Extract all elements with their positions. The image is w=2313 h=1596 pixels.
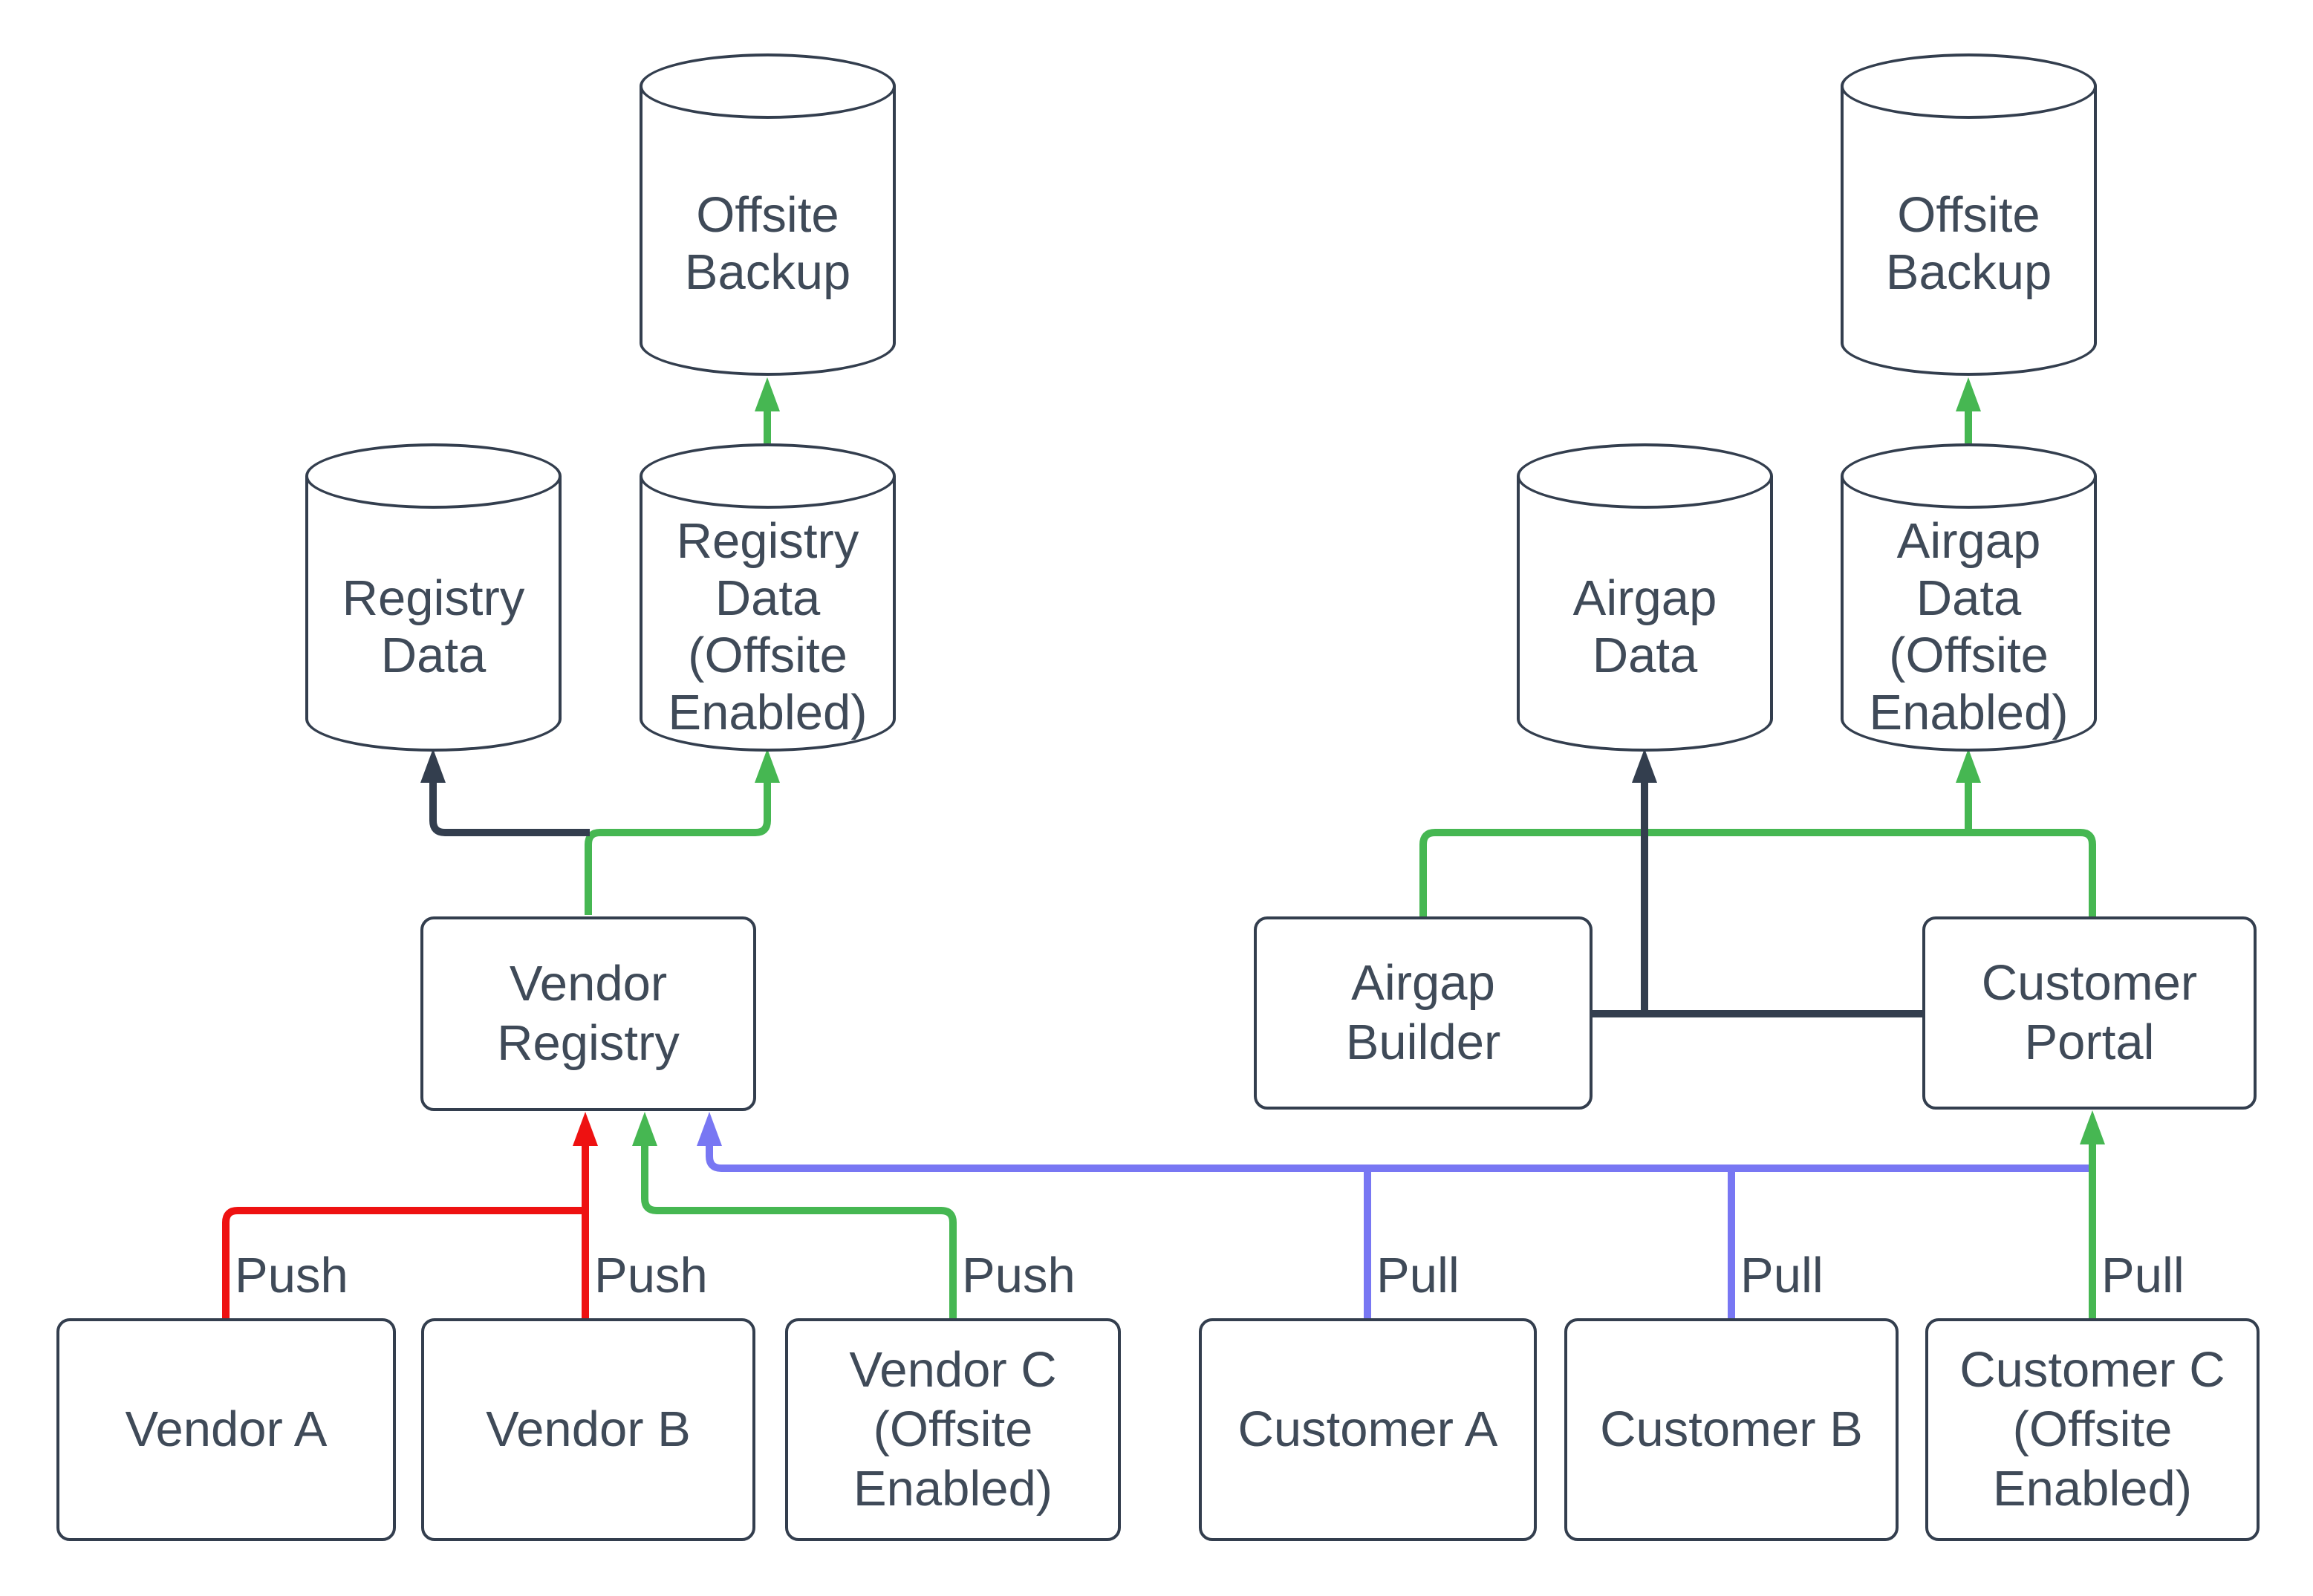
edge-vendor-registry-to-registry-data-offsite	[585, 780, 771, 915]
cylinder-body	[640, 86, 896, 376]
arrowhead-customers-pull	[697, 1112, 722, 1146]
label-line: Portal	[2024, 1014, 2155, 1070]
arrowhead-vendor-c-push	[632, 1112, 657, 1146]
customer-portal-label: Customer Portal	[1982, 954, 2197, 1072]
edge-vendor-registry-to-registry-data	[429, 780, 590, 836]
pull-label-customer-a: Pull	[1376, 1248, 1460, 1303]
label-line: Registry	[676, 512, 859, 569]
vendor-registry-node: Vendor Registry	[420, 916, 756, 1111]
label-line: (Offsite	[2012, 1401, 2173, 1457]
cylinder-top-ellipse	[1841, 53, 2097, 119]
push-label-vendor-a: Push	[235, 1248, 348, 1303]
label-line: Registry	[342, 570, 525, 626]
label-line: Data	[1592, 627, 1698, 683]
edge-vendor-a-push	[222, 1207, 585, 1318]
cylinder-body	[1841, 476, 2097, 752]
airgap-builder-node: Airgap Builder	[1254, 916, 1593, 1110]
label-line: Airgap	[1896, 512, 2041, 569]
cylinder-body	[305, 476, 562, 752]
arrowhead-registry-data-offsite	[755, 749, 780, 783]
registry-data-offsite-cylinder: Registry Data (Offsite Enabled)	[640, 443, 896, 752]
pull-label-customer-b: Pull	[1740, 1248, 1824, 1303]
registry-data-label: Registry Data	[305, 509, 562, 744]
label-line: Customer B	[1600, 1401, 1863, 1457]
label-line: Airgap	[1351, 955, 1495, 1011]
airgap-builder-label: Airgap Builder	[1346, 954, 1501, 1072]
label-line: Data	[715, 570, 821, 626]
label-line: Vendor B	[486, 1401, 691, 1457]
label-line: Vendor C	[849, 1342, 1057, 1398]
cylinder-top-ellipse	[1841, 443, 2097, 509]
cylinder-top-ellipse	[640, 53, 896, 119]
label-line: Customer	[1981, 955, 2198, 1011]
offsite-backup-left-cylinder: Offsite Backup	[640, 53, 896, 376]
label-line: Backup	[1885, 244, 2052, 300]
label-line: Offsite	[1897, 187, 2040, 243]
arrowhead-airgap-data-offsite	[1956, 749, 1981, 783]
pull-label-customer-c: Pull	[2101, 1248, 2184, 1303]
airgap-data-cylinder: Airgap Data	[1517, 443, 1773, 752]
label-line: Customer C	[1959, 1342, 2225, 1398]
offsite-backup-left-label: Offsite Backup	[640, 119, 896, 368]
arrowhead-airgap-data	[1632, 749, 1657, 783]
cylinder-body	[1517, 476, 1773, 752]
label-line: Vendor A	[125, 1401, 328, 1457]
arrowhead-offsite-backup-right	[1956, 377, 1981, 411]
cylinder-body	[1841, 86, 2097, 376]
arrowhead-offsite-backup-left	[755, 377, 780, 411]
arrowhead-vendor-push	[573, 1112, 598, 1146]
label-line: Enabled)	[853, 1461, 1053, 1517]
cylinder-top-ellipse	[305, 443, 562, 509]
offsite-backup-right-label: Offsite Backup	[1841, 119, 2097, 368]
customer-c-label: Customer C (Offsite Enabled)	[1959, 1341, 2225, 1519]
label-line: Vendor	[509, 956, 668, 1012]
vendor-a-node: Vendor A	[56, 1318, 396, 1541]
label-line: Backup	[684, 244, 851, 300]
customer-portal-node: Customer Portal	[1922, 916, 2257, 1110]
push-label-vendor-b: Push	[594, 1248, 708, 1303]
cylinder-top-ellipse	[640, 443, 896, 509]
vendor-c-label: Vendor C (Offsite Enabled)	[849, 1341, 1056, 1519]
label-line: Enabled)	[1869, 684, 2069, 740]
label-line: Enabled)	[1992, 1461, 2193, 1517]
customer-a-label: Customer A	[1237, 1400, 1497, 1459]
customer-b-label: Customer B	[1600, 1400, 1863, 1459]
label-line: Enabled)	[668, 684, 868, 740]
label-line: Builder	[1345, 1014, 1501, 1070]
airgap-data-offsite-label: Airgap Data (Offsite Enabled)	[1841, 509, 2097, 744]
arrowhead-customer-c-pull	[2080, 1110, 2105, 1144]
push-label-vendor-c: Push	[962, 1248, 1076, 1303]
vendor-b-label: Vendor B	[486, 1400, 691, 1459]
registry-data-cylinder: Registry Data	[305, 443, 562, 752]
airgap-data-label: Airgap Data	[1517, 509, 1773, 744]
vendor-c-node: Vendor C (Offsite Enabled)	[785, 1318, 1121, 1541]
edge-airgap-green-network	[1419, 829, 2096, 916]
airgap-data-offsite-cylinder: Airgap Data (Offsite Enabled)	[1841, 443, 2097, 752]
registry-data-offsite-label: Registry Data (Offsite Enabled)	[640, 509, 896, 744]
label-line: (Offsite	[688, 627, 848, 683]
label-line: Customer A	[1237, 1401, 1498, 1457]
label-line: Data	[1916, 570, 2022, 626]
arrowhead-registry-data	[420, 749, 446, 783]
vendor-a-label: Vendor A	[126, 1400, 328, 1459]
offsite-backup-right-cylinder: Offsite Backup	[1841, 53, 2097, 376]
label-line: (Offsite	[1889, 627, 2049, 683]
label-line: Offsite	[696, 187, 839, 243]
vendor-registry-label: Vendor Registry	[497, 954, 680, 1073]
label-line: (Offsite	[873, 1401, 1033, 1457]
label-line: Airgap	[1572, 570, 1717, 626]
label-line: Registry	[497, 1015, 680, 1071]
cylinder-top-ellipse	[1517, 443, 1773, 509]
vendor-b-node: Vendor B	[421, 1318, 755, 1541]
edge-customers-pull-trunk	[706, 1146, 2092, 1172]
customer-a-node: Customer A	[1199, 1318, 1537, 1541]
customer-c-node: Customer C (Offsite Enabled)	[1925, 1318, 2260, 1541]
edge-vendor-c-push	[641, 1146, 957, 1318]
label-line: Data	[380, 627, 487, 683]
customer-b-node: Customer B	[1564, 1318, 1899, 1541]
cylinder-body	[640, 476, 896, 752]
